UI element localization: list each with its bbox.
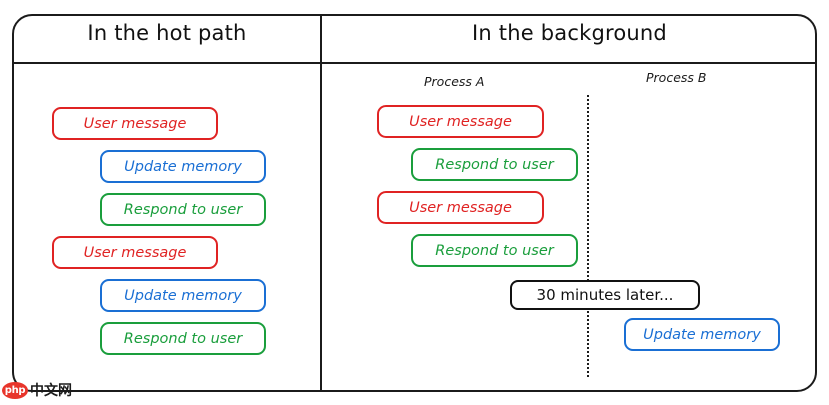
process-a-label: Process A: [424, 74, 485, 89]
watermark: php 中文网: [2, 380, 72, 400]
panel-divider: [320, 14, 322, 392]
watermark-badge: php: [2, 381, 28, 399]
header-separator-rule: [12, 62, 817, 64]
hot-path-step-2: Update memory: [100, 150, 266, 183]
panel-title-hot-path: In the hot path: [87, 21, 247, 45]
panel-title-background: In the background: [472, 21, 667, 45]
watermark-text: 中文网: [30, 383, 72, 399]
process-a-step-4: Respond to user: [411, 234, 578, 267]
hot-path-step-5: Update memory: [100, 279, 266, 312]
process-a-step-2: Respond to user: [411, 148, 578, 181]
process-a-step-3: User message: [377, 191, 544, 224]
hot-path-step-4: User message: [52, 236, 218, 269]
process-b-step-1: Update memory: [624, 318, 780, 351]
process-dotted-divider: [587, 95, 589, 377]
process-a-step-1: User message: [377, 105, 544, 138]
time-marker-box: 30 minutes later...: [510, 280, 700, 310]
hot-path-step-1: User message: [52, 107, 218, 140]
process-b-label: Process B: [646, 70, 707, 85]
hot-path-step-3: Respond to user: [100, 193, 266, 226]
hot-path-step-6: Respond to user: [100, 322, 266, 355]
